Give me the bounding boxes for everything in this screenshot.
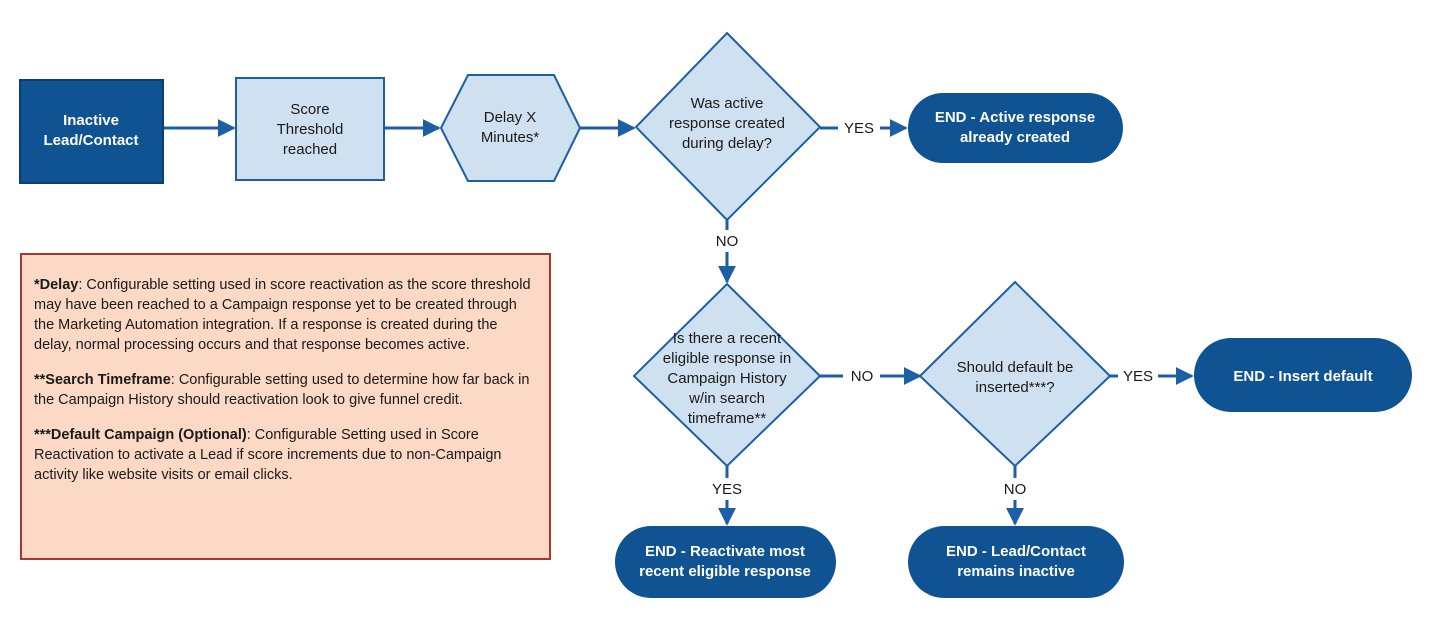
node-label-line: Minutes* [481,129,540,146]
edge-label-no: NO [716,233,739,250]
node-label-line: Inactive [63,112,119,129]
node-label-line: END - Insert default [1233,368,1372,385]
node-label-line: reached [283,141,337,158]
node-label-line: inserted***? [975,379,1054,396]
node-label-line: Should default be [957,359,1074,376]
node-label-line: END - Active response [935,109,1095,126]
note-term: **Search Timeframe [34,372,171,388]
start-node: Inactive Lead/Contact [19,79,164,184]
node-label-line: remains inactive [957,563,1075,580]
note-text: : Configurable setting used in score rea… [34,277,531,353]
note-term: *Delay [34,277,79,293]
node-label-line: END - Lead/Contact [946,543,1086,560]
note-text: : Configurable setting used to determine… [34,372,530,408]
node-label-line: w/in search [688,390,765,407]
node-label-line: Campaign History [667,370,787,387]
notes-legend: *Delay: Configurable setting used in sco… [20,253,551,560]
connectors [163,119,1194,526]
node-label-line: Lead/Contact [43,132,138,149]
node-label-line: Score [290,101,329,118]
decision-active-response: Was active response created during delay… [634,31,822,222]
node-label-line: Threshold [277,121,344,138]
node-label-line: Was active [691,95,764,112]
decision-recent-response: Is there a recent eligible response in C… [632,282,822,468]
end-reactivate-response: END - Reactivate most recent eligible re… [615,526,836,598]
note-text: : Configurable Setting used in Score Rea… [34,427,502,483]
note-term: ***Default Campaign (Optional) [34,427,247,443]
end-insert-default: END - Insert default [1194,338,1412,412]
node-label-line: response created [669,115,785,132]
end-active-response: END - Active response already created [908,93,1123,163]
note-search-timeframe: **Search Timeframe: Configurable setting… [34,370,535,410]
edge-label-yes: YES [1123,368,1153,385]
preparation-delay: Delay X Minutes* [439,74,582,182]
note-default-campaign: ***Default Campaign (Optional): Configur… [34,425,535,485]
node-label-line: timeframe** [688,410,767,427]
decision-default-inserted: Should default be inserted***? [918,280,1112,468]
node-label-line: END - Reactivate most [645,543,805,560]
node-label-line: already created [960,129,1070,146]
node-label-line: Is there a recent [673,330,782,347]
node-label-line: during delay? [682,135,772,152]
edge-label-no: NO [851,368,874,385]
note-delay: *Delay: Configurable setting used in sco… [34,275,535,355]
end-remains-inactive: END - Lead/Contact remains inactive [908,526,1124,598]
node-label-line: eligible response in [663,350,791,367]
edge-label-yes: YES [844,120,874,137]
edge-label-no: NO [1004,481,1027,498]
process-score-threshold: Score Threshold reached [235,77,385,181]
edge-label-yes: YES [712,481,742,498]
node-label-line: recent eligible response [639,563,811,580]
node-label-line: Delay X [484,109,537,126]
